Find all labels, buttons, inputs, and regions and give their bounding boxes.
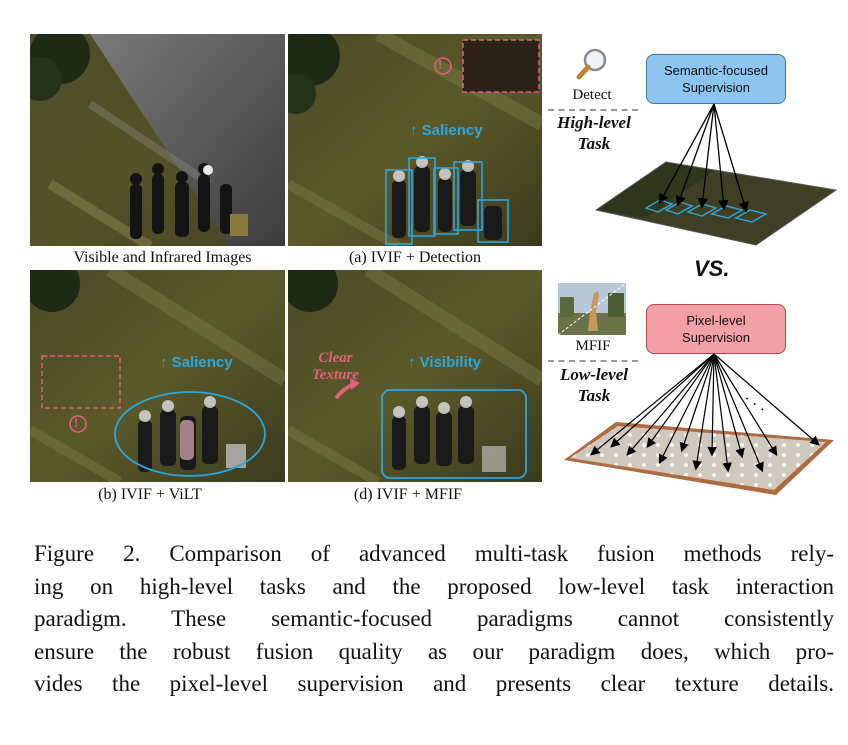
magnifier-icon: [576, 48, 607, 80]
caption-line: paradigm. These semantic-focused paradig…: [34, 606, 834, 631]
ivif-vilt-image: ! ↑ Saliency: [30, 270, 285, 482]
divider: [548, 109, 638, 111]
arrow-up-icon: ↑: [160, 354, 168, 371]
caption-line: vides the pixel-level supervision and pr…: [34, 671, 834, 696]
mfif-label: MFIF: [575, 338, 611, 354]
mfif-thumbnail-image: [558, 283, 626, 335]
divider: [548, 360, 638, 362]
saliency-annotation-a: ↑ Saliency: [410, 122, 483, 139]
caption-line: ensure the robust fusion quality as our …: [34, 638, 834, 664]
alert-icon: !: [438, 57, 443, 72]
low-level-task-label: Low-level Task: [560, 365, 628, 405]
figure-caption: Figure 2. Comparison of advanced multi-t…: [34, 538, 834, 701]
caption-line: ing on high-level tasks and the proposed…: [34, 573, 834, 599]
arrow-up-icon: ↑: [408, 354, 416, 371]
ivif-mfif-image: Clear Texture ↑ Visibility: [288, 270, 542, 482]
ivif-mfif-caption: (d) IVIF + MFIF: [353, 486, 463, 503]
visible-infrared-image: [30, 34, 285, 246]
alert-icon: !: [74, 415, 79, 430]
semantic-supervision-box: Semantic-focused Supervision: [646, 54, 786, 104]
ivif-detection-caption: (a) IVIF + Detection: [348, 249, 482, 266]
caption-line: Figure 2. Comparison of advanced multi-t…: [34, 541, 834, 566]
high-level-task-label: High-level Task: [557, 113, 631, 153]
ivif-vilt-caption: (b) IVIF + ViLT: [98, 486, 202, 503]
pixel-supervision-box: Pixel-level Supervision: [646, 304, 786, 354]
arrow-up-icon: ↑: [410, 122, 418, 139]
semantic-supervision-diagram: [594, 103, 838, 246]
visibility-annotation: ↑ Visibility: [408, 354, 482, 371]
clear-texture-annotation: Clear Texture: [312, 350, 359, 383]
visible-infrared-caption: Visible and Infrared Images: [73, 249, 252, 266]
vs-label: VS.: [694, 256, 730, 281]
ivif-detection-image: ! ↑ Saliency: [288, 34, 542, 246]
saliency-annotation-b: ↑ Saliency: [160, 354, 233, 371]
pixel-supervision-diagram: [564, 353, 834, 495]
detect-label: Detect: [572, 87, 612, 103]
